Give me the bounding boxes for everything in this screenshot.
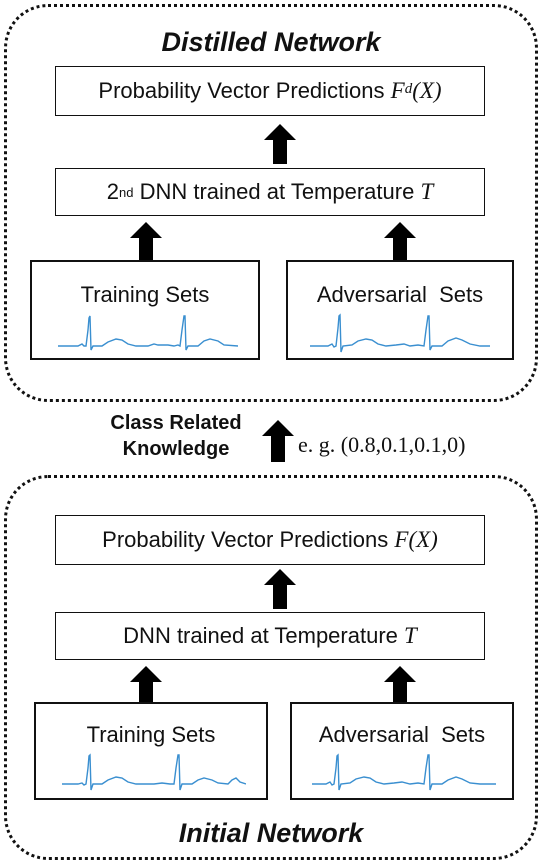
distilled-dnn-ord: 2 [106,179,120,204]
initial-training-sets-box: Training Sets [34,702,268,800]
up-arrow-icon [264,124,296,164]
example-value: (0.8,0.1,0.1,0) [340,432,466,457]
initial-training-sets-label: Training Sets [86,722,216,747]
initial-dnn-var: T [404,623,417,648]
class-related-label-line2: Knowledge [122,438,230,460]
initial-predictions-arg: (X) [408,527,438,552]
up-arrow-icon [384,666,416,706]
up-arrow-icon [262,420,294,462]
ecg-waveform-icon [312,753,496,791]
ecg-waveform-icon [58,315,238,351]
initial-adversarial-sets-box: Adversarial Sets [290,702,514,800]
distilled-network-title: Distilled Network [161,27,381,57]
up-arrow-icon [130,666,162,706]
initial-dnn-box: DNN trained at Temperature T [55,612,485,660]
distilled-adversarial-sets-label: Adversarial Sets [316,282,484,307]
up-arrow-icon [384,222,416,262]
distilled-network-panel: Distilled Network [4,4,538,402]
example-probability-vector: e. g. (0.8,0.1,0.1,0) [298,432,465,458]
example-prefix: e. g. [298,432,341,457]
initial-network-title: Initial Network [178,818,364,848]
initial-adversarial-sets-label: Adversarial Sets [318,722,486,747]
up-arrow-icon [264,569,296,609]
distilled-adversarial-sets-box: Adversarial Sets [286,260,514,360]
distilled-dnn-ord-sup: nd [119,184,134,200]
ecg-waveform-icon [310,313,490,353]
initial-dnn-text: DNN trained at Temperature [123,623,405,648]
class-related-label-line1: Class Related [110,412,242,434]
distilled-training-sets-label: Training Sets [80,282,210,307]
initial-predictions-func: F [394,527,409,552]
distilled-dnn-text: DNN trained at Temperature [133,179,421,204]
initial-predictions-box: Probability Vector Predictions F(X) [55,515,485,565]
initial-network-panel: Initial Network [4,475,538,860]
distilled-predictions-sup: d [404,80,413,97]
distilled-training-sets-box: Training Sets [30,260,260,360]
up-arrow-icon [130,222,162,262]
initial-predictions-text: Probability Vector Predictions [102,527,395,552]
distilled-predictions-arg: (X) [412,78,442,103]
distilled-dnn-var: T [420,179,434,204]
distilled-predictions-text: Probability Vector Predictions [98,78,391,103]
class-related-knowledge-label: Class Related Knowledge [88,410,264,462]
ecg-waveform-icon [62,753,246,791]
distilled-predictions-func: F [390,78,405,103]
